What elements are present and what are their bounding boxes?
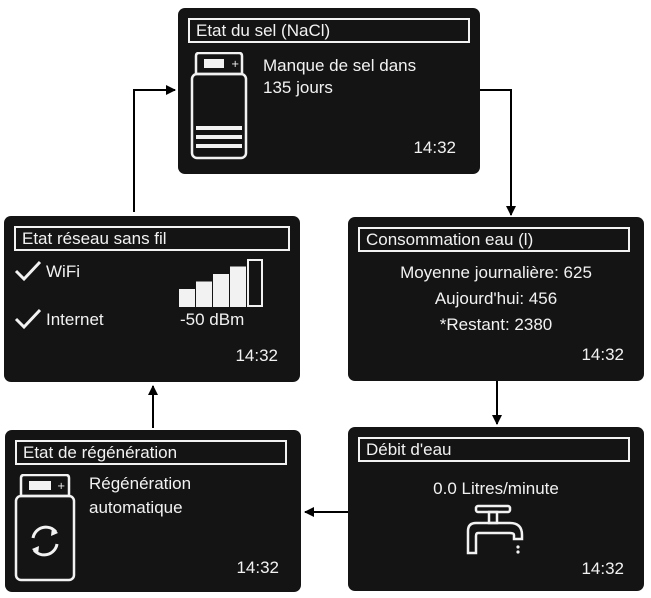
check-icon (14, 260, 42, 282)
svg-text:+: + (231, 59, 239, 70)
today-line: Aujourd'hui: 456 (434, 289, 558, 308)
daily-average-line: Moyenne journalière: 625 (400, 263, 592, 282)
internet-label: Internet (46, 310, 104, 329)
flow-value: 0.0 Litres/minute (433, 479, 559, 498)
signal-bar (213, 274, 229, 307)
signal-bar (196, 281, 212, 307)
clock-time: 14:32 (581, 345, 624, 364)
clock-time: 14:32 (413, 138, 456, 157)
water-tap-icon (466, 504, 524, 555)
screen-title: Débit d'eau (358, 437, 630, 462)
screen-title: Etat du sel (NaCl) (188, 18, 470, 43)
water-softener-regeneration-icon: + (14, 474, 76, 582)
signal-strength-icon (179, 259, 263, 307)
screen-title: Consommation eau (l) (358, 227, 630, 252)
screen-title: Etat de régénération (15, 440, 287, 465)
signal-bar (179, 289, 195, 307)
clock-time: 14:32 (236, 558, 279, 577)
asterisk-marker: * (439, 315, 447, 334)
check-icon (14, 308, 42, 330)
svg-text:+: + (57, 481, 65, 492)
remaining-line: *Restant: 2380 (348, 313, 644, 336)
arrow-salt-to-consumption (480, 89, 516, 216)
wifi-label: WiFi (46, 262, 80, 281)
screen-water-consumption: Consommation eau (l) Moyenne journalière… (348, 217, 644, 381)
salt-message-line1: Manque de sel dans (263, 56, 417, 75)
water-softener-salt-icon: + (190, 52, 248, 160)
screen-title: Etat réseau sans fil (14, 226, 290, 251)
signal-bar (247, 259, 263, 307)
regeneration-line1: Régénération (89, 474, 192, 493)
screen-wireless-network: Etat réseau sans fil WiFi Internet -50 d… (4, 216, 300, 382)
screen-water-flow: Débit d'eau 0.0 Litres/minute 14:32 (348, 427, 644, 591)
screen-salt-state: Etat du sel (NaCl) + Manque de sel dans … (178, 8, 480, 174)
salt-message-line2: 135 jours (263, 78, 333, 97)
screen-regeneration-state: Etat de régénération + Régénération auto… (5, 430, 301, 592)
clock-time: 14:32 (581, 559, 624, 578)
clock-time: 14:32 (235, 346, 278, 365)
signal-bar (230, 266, 246, 307)
remaining-value: Restant: 2380 (446, 315, 553, 334)
arrow-network-to-salt (133, 85, 176, 212)
regeneration-line2: automatique (89, 498, 183, 517)
signal-strength-value: -50 dBm (180, 310, 245, 329)
